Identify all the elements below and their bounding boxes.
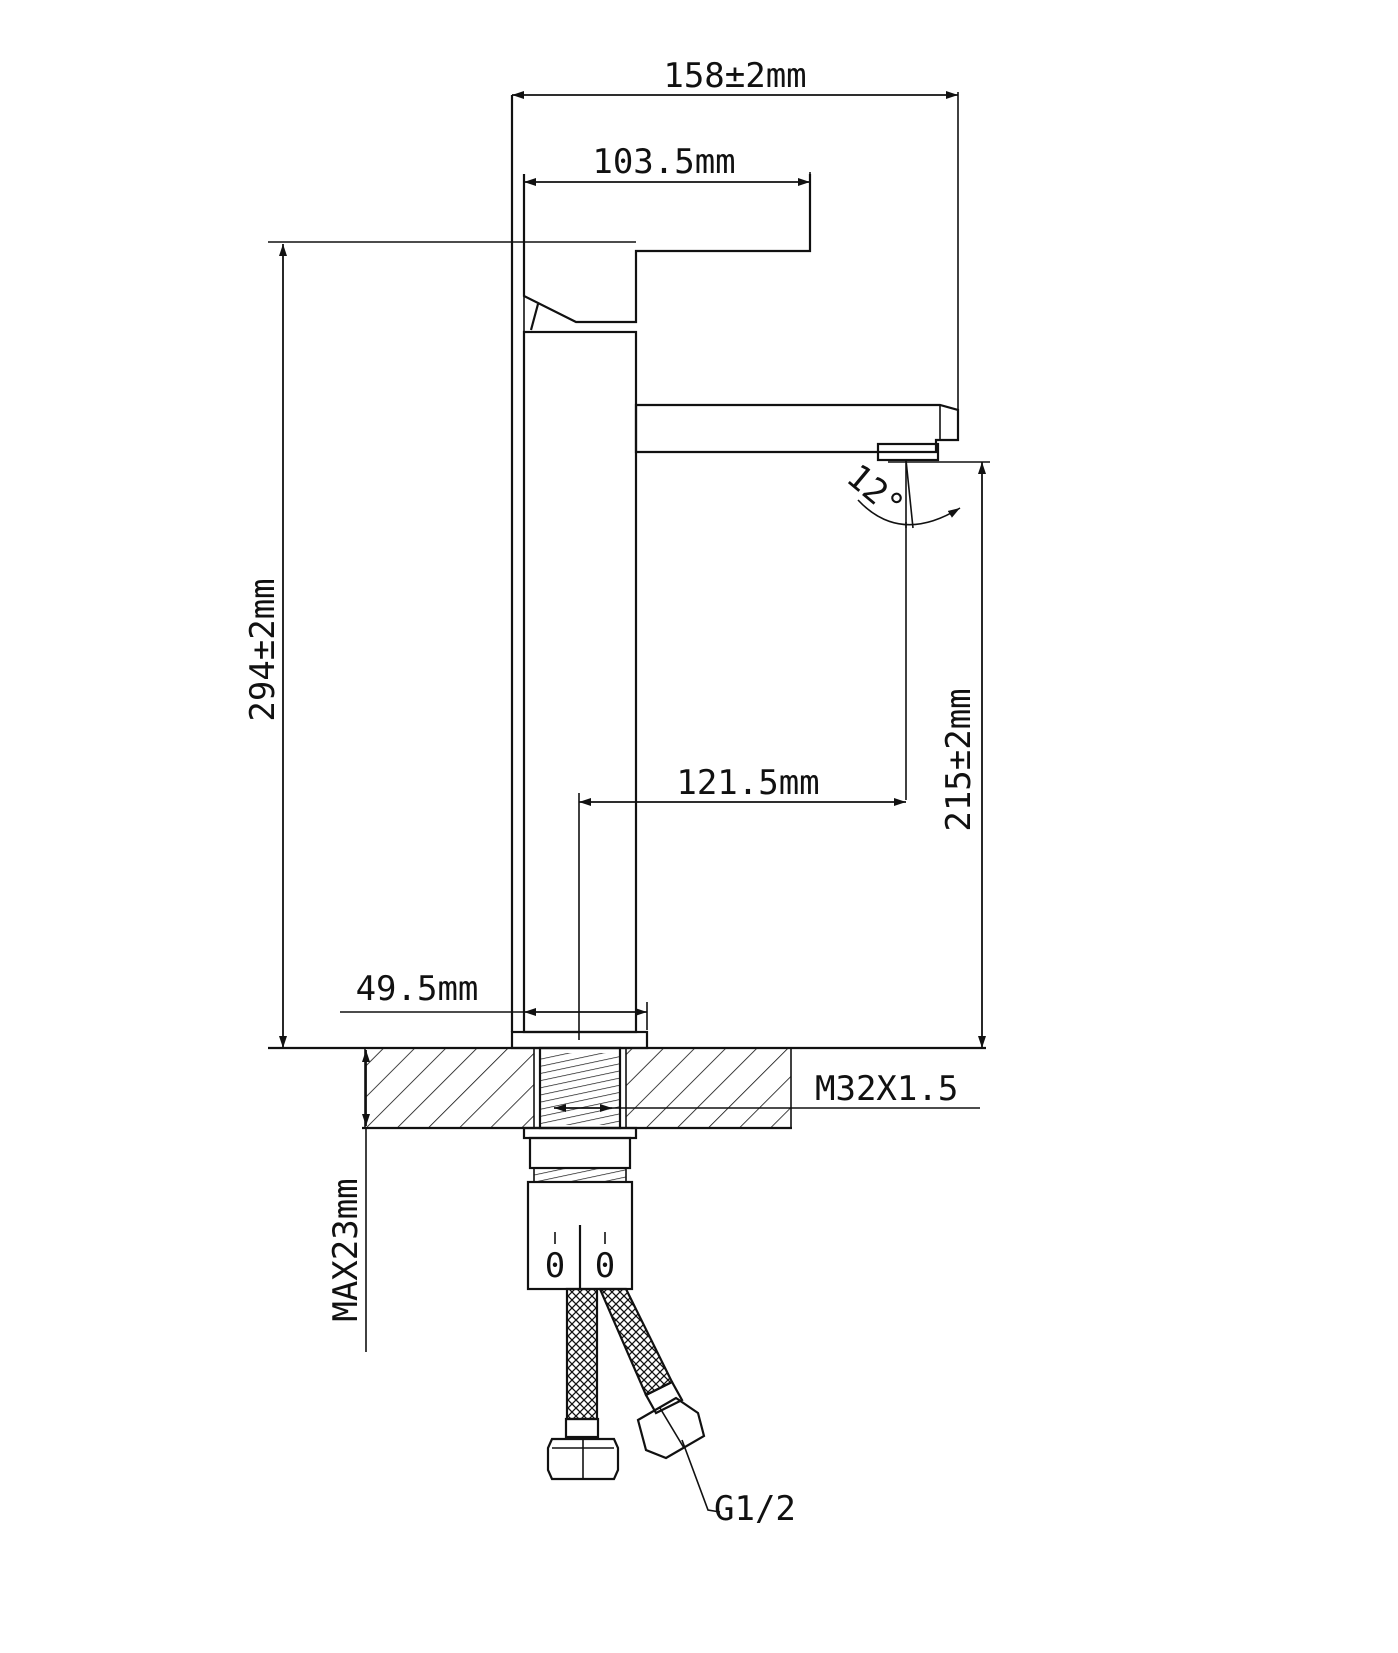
dim-spout-angle (857, 459, 961, 529)
valve-mark-left: 0 (545, 1246, 565, 1286)
threaded-shank (533, 1046, 627, 1130)
hex-connector-left (546, 1437, 620, 1481)
spout (634, 403, 960, 462)
mounting-nut (522, 1126, 638, 1291)
body-width-label: 49.5mm (356, 969, 479, 1009)
angle-label: 12° (839, 457, 912, 527)
overall-width-label: 158±2mm (663, 56, 806, 96)
dim-overall-height (268, 241, 636, 1048)
overall-height-label: 294±2mm (243, 578, 283, 721)
valve-mark-right: 0 (595, 1246, 615, 1286)
spout-height-label: 215±2mm (939, 688, 979, 831)
dim-spout-height (888, 461, 990, 1048)
max-deck-thickness-label: MAX23mm (326, 1178, 366, 1321)
lever-handle (522, 174, 812, 332)
handle-length-label: 103.5mm (592, 142, 735, 182)
dim-body-width (340, 1002, 648, 1030)
faucet-body (510, 95, 649, 1050)
dim-overall-width (512, 91, 959, 410)
spout-reach-label: 121.5mm (676, 763, 819, 803)
supply-hose-right (598, 1287, 684, 1415)
dim-handle-length (524, 172, 811, 251)
hex-connector-right (636, 1396, 706, 1460)
connection-leader (681, 1439, 721, 1513)
dim-spout-reach (578, 522, 907, 1040)
connection-label: G1/2 (714, 1489, 796, 1529)
supply-hose-left (564, 1287, 600, 1439)
thread-label: M32X1.5 (815, 1069, 958, 1109)
